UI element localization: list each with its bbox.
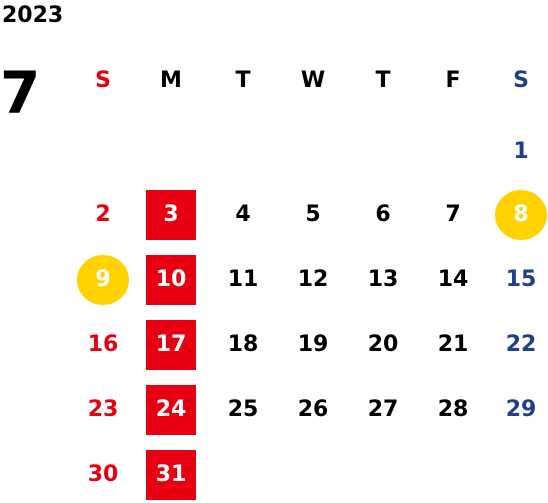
day-cell-10[interactable]: 10 xyxy=(146,255,196,305)
day-cell-7[interactable]: 7 xyxy=(445,202,461,227)
month-number: 7 xyxy=(0,59,41,127)
day-cell-2[interactable]: 2 xyxy=(95,202,111,227)
day-cell-19[interactable]: 19 xyxy=(297,332,329,357)
day-cell-18[interactable]: 18 xyxy=(227,332,259,357)
day-cell-8[interactable]: 8 xyxy=(495,190,547,240)
day-cell-31[interactable]: 31 xyxy=(146,450,196,500)
weekday-header-thu: T xyxy=(375,68,391,93)
day-cell-28[interactable]: 28 xyxy=(437,397,469,422)
day-cell-3[interactable]: 3 xyxy=(146,190,196,240)
year-label: 2023 xyxy=(2,3,64,28)
day-cell-16[interactable]: 16 xyxy=(87,332,119,357)
day-cell-26[interactable]: 26 xyxy=(297,397,329,422)
weekday-header-tue: T xyxy=(235,68,251,93)
day-cell-21[interactable]: 21 xyxy=(437,332,469,357)
day-cell-14[interactable]: 14 xyxy=(437,267,469,292)
day-cell-24[interactable]: 24 xyxy=(146,385,196,435)
day-cell-20[interactable]: 20 xyxy=(367,332,399,357)
weekday-header-wed: W xyxy=(300,68,326,93)
weekday-header-sat: S xyxy=(513,68,529,93)
day-cell-22[interactable]: 22 xyxy=(505,332,537,357)
day-cell-30[interactable]: 30 xyxy=(87,462,119,487)
day-cell-1[interactable]: 1 xyxy=(513,139,529,164)
day-cell-23[interactable]: 23 xyxy=(87,397,119,422)
weekday-header-fri: F xyxy=(445,68,461,93)
day-cell-5[interactable]: 5 xyxy=(305,202,321,227)
weekday-header-sun: S xyxy=(95,68,111,93)
day-cell-6[interactable]: 6 xyxy=(375,202,391,227)
day-cell-29[interactable]: 29 xyxy=(505,397,537,422)
day-cell-17[interactable]: 17 xyxy=(146,320,196,370)
day-cell-11[interactable]: 11 xyxy=(227,267,259,292)
day-cell-27[interactable]: 27 xyxy=(367,397,399,422)
weekday-header-mon: M xyxy=(160,68,182,93)
day-cell-12[interactable]: 12 xyxy=(297,267,329,292)
day-cell-15[interactable]: 15 xyxy=(505,267,537,292)
day-cell-13[interactable]: 13 xyxy=(367,267,399,292)
day-cell-4[interactable]: 4 xyxy=(235,202,251,227)
day-cell-25[interactable]: 25 xyxy=(227,397,259,422)
day-cell-9[interactable]: 9 xyxy=(77,255,129,305)
